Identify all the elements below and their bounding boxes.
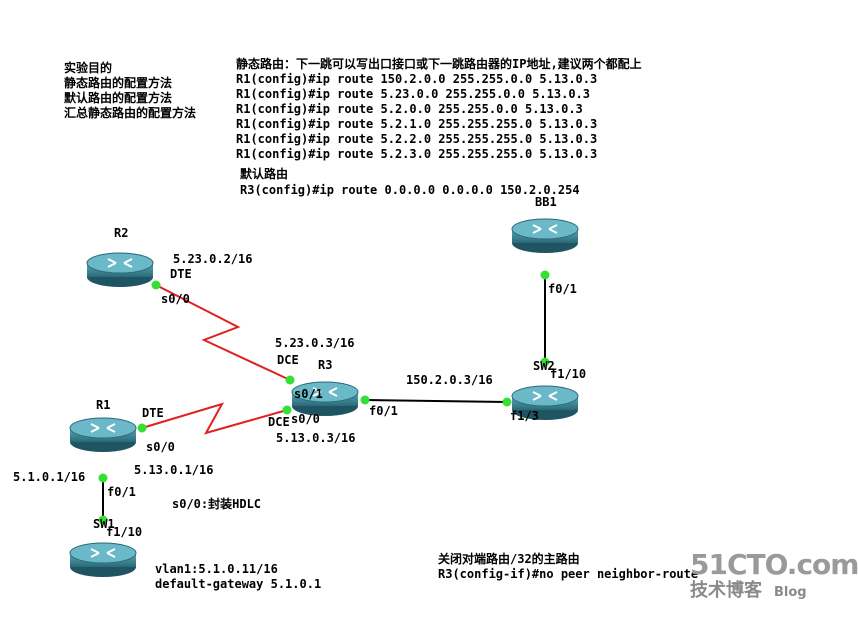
serial-link-r1-r3	[141, 402, 288, 435]
r1-f01-ip-label: 5.1.0.1/16	[13, 470, 86, 484]
r3-dce-top-label: DCE	[277, 353, 299, 367]
serial-link-r2-r3	[155, 284, 291, 381]
watermark-sub: 技术博客	[690, 580, 762, 601]
peer-note-command: R3(config-if)#no peer neighbor-route	[438, 567, 699, 581]
port-dot	[98, 515, 108, 525]
ethernet-link-r3-sw2	[364, 399, 508, 403]
vlan-label: vlan1:5.1.0.11/16	[155, 562, 278, 576]
sw2-f110-label: f1/10	[550, 367, 587, 381]
default-route-heading: 默认路由	[240, 167, 289, 181]
default-route-command: R3(config)#ip route 0.0.0.0 0.0.0.0 150.…	[240, 183, 580, 197]
r1-f01-label: f0/1	[107, 485, 136, 499]
switch-sw2-icon	[511, 385, 579, 420]
static-route-command: R1(config)#ip route 5.2.3.0 255.255.255.…	[236, 147, 598, 161]
hdlc-note: s0/0:封装HDLC	[172, 497, 262, 511]
port-dot	[98, 473, 108, 483]
bb1-f01-label: f0/1	[548, 282, 577, 296]
gateway-label: default-gateway 5.1.0.1	[155, 577, 322, 591]
r1-s00-label: s0/0	[146, 440, 175, 454]
r3-s00-label: s0/0	[291, 412, 320, 426]
network-topology	[69, 218, 579, 577]
device-label-sw1: SW1	[93, 517, 115, 531]
watermark-blog: Blog	[774, 585, 807, 600]
r2-ip-label: 5.23.0.2/16	[173, 252, 253, 266]
r3-s01-label: s0/1	[294, 387, 323, 401]
port-dot	[540, 270, 550, 280]
port-dot	[151, 280, 161, 290]
switch-sw1-icon	[69, 542, 137, 577]
router-r3-icon	[291, 381, 359, 416]
static-route-command: R1(config)#ip route 5.23.0.0 255.255.0.0…	[236, 87, 591, 101]
device-label-sw2: SW2	[533, 359, 555, 373]
static-route-heading: 静态路由：下一跳可以写出口接口或下一跳路由器的IP地址,建议两个都配上	[236, 57, 642, 71]
r3-f01-label: f0/1	[369, 404, 398, 418]
device-label-r2: R2	[114, 226, 129, 240]
sw2-f13-label: f1/3	[510, 409, 539, 423]
r2-dte-label: DTE	[170, 267, 192, 281]
link-r3-sw2-ip-label: 150.2.0.3/16	[406, 373, 493, 387]
goal-item: 默认路由的配置方法	[64, 91, 173, 105]
r1-dte-label: DTE	[142, 406, 164, 420]
port-dot	[282, 405, 292, 415]
router-r1-icon	[69, 417, 137, 452]
port-dot	[285, 375, 295, 385]
static-route-command: R1(config)#ip route 150.2.0.0 255.255.0.…	[236, 72, 598, 86]
static-route-command: R1(config)#ip route 5.2.2.0 255.255.255.…	[236, 132, 598, 146]
port-dot	[137, 423, 147, 433]
goals-block: 实验目的 静态路由的配置方法 默认路由的配置方法 汇总静态路由的配置方法	[64, 61, 196, 121]
goals-title: 实验目的	[64, 61, 113, 75]
r3-top-ip-label: 5.23.0.3/16	[275, 336, 355, 350]
router-bb1-icon	[511, 218, 579, 253]
static-route-block: 静态路由：下一跳可以写出口接口或下一跳路由器的IP地址,建议两个都配上 R1(c…	[236, 57, 642, 162]
r3-bottom-ip-label: 5.13.0.3/16	[276, 431, 356, 445]
goal-item: 静态路由的配置方法	[64, 76, 173, 90]
sw1-f110-label: f1/10	[106, 525, 143, 539]
r1-s00-ip-label: 5.13.0.1/16	[134, 463, 214, 477]
device-label-r3: R3	[318, 358, 333, 372]
peer-note-heading: 关闭对端路由/32的主路由	[438, 552, 580, 566]
static-route-command: R1(config)#ip route 5.2.0.0 255.255.0.0 …	[236, 102, 583, 116]
static-route-command: R1(config)#ip route 5.2.1.0 255.255.255.…	[236, 117, 598, 131]
watermark-logo: 51CTO.com	[690, 548, 858, 581]
r2-s00-label: s0/0	[161, 292, 190, 306]
port-dot	[502, 397, 512, 407]
port-dot	[540, 357, 550, 367]
port-dot	[360, 395, 370, 405]
device-label-r1: R1	[96, 398, 111, 412]
router-r2-icon	[86, 252, 154, 287]
device-label-bb1: BB1	[535, 195, 557, 209]
watermark: 51CTO.com 技术博客 Blog	[690, 550, 858, 604]
goal-item: 汇总静态路由的配置方法	[64, 106, 197, 120]
r3-dce-bottom-label: DCE	[268, 415, 290, 429]
